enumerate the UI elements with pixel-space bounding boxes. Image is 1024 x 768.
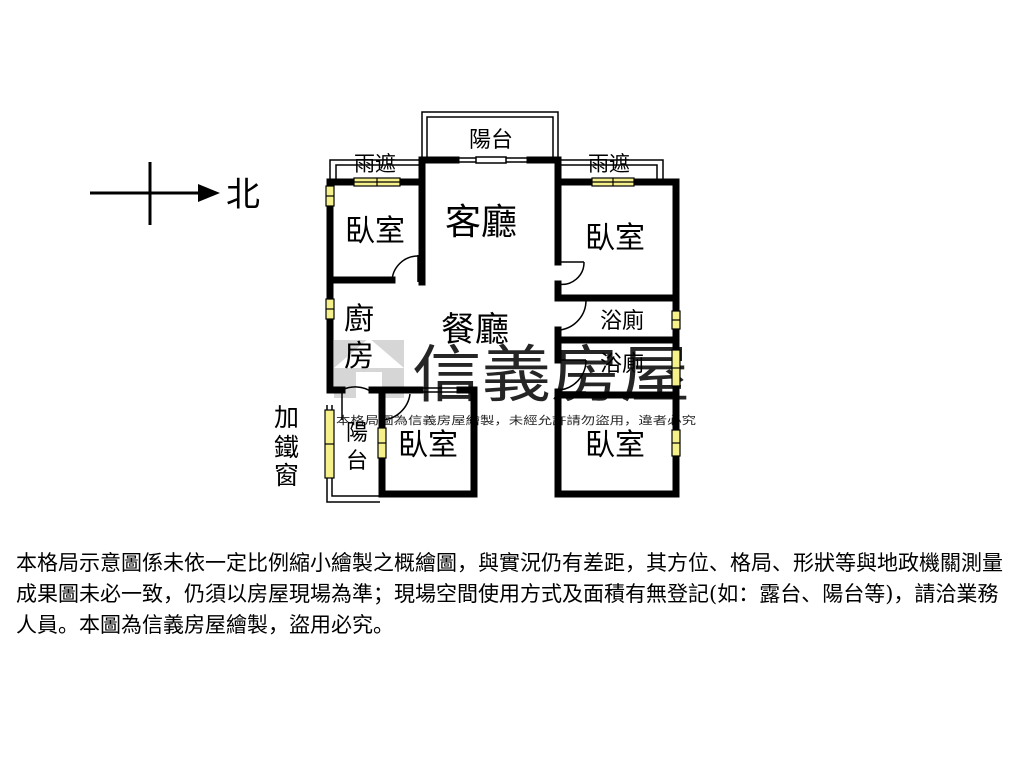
floor-plan: 信義房屋 本格局圖為信義房屋繪製，未經允許請勿盜用，違者必究 北: [90, 111, 696, 503]
label-balcony-side-1: 陽: [346, 421, 368, 446]
window-left-1: [325, 185, 335, 207]
watermark-brand: 信義房屋: [412, 338, 690, 411]
north-label: 北: [226, 175, 260, 215]
label-bath-2: 浴廁: [600, 352, 644, 377]
label-iron-window-2: 鐵: [274, 433, 299, 462]
window-top-left: [353, 177, 401, 187]
label-balcony-top: 陽台: [469, 128, 513, 153]
watermark-notice: 本格局圖為信義房屋繪製，未經允許請勿盜用，違者必究: [336, 413, 696, 427]
label-kitchen-1: 廚: [344, 302, 374, 337]
watermark: 信義房屋 本格局圖為信義房屋繪製，未經允許請勿盜用，違者必究: [334, 338, 696, 427]
window-left-2: [325, 298, 335, 320]
window-sw-bedroom: [377, 427, 387, 459]
label-living-room: 客廳: [445, 202, 517, 243]
window-right-bedroom: [671, 429, 681, 457]
label-bedroom-sw: 臥室: [398, 428, 458, 463]
window-iron: [324, 409, 335, 479]
door-swings: [341, 255, 587, 421]
room-labels: 陽台 雨遮 雨遮 臥室 客廳 臥室 廚 房 餐廳 浴廁 浴廁 陽 台 臥室 臥室…: [274, 128, 645, 490]
label-bedroom-ne: 臥室: [585, 221, 645, 256]
label-canopy-left: 雨遮: [354, 152, 396, 176]
label-bedroom-se: 臥室: [585, 428, 645, 463]
label-canopy-right: 雨遮: [588, 152, 630, 176]
balcony-sliding-door[interactable]: [456, 156, 530, 164]
windows: [324, 177, 681, 479]
label-dining-room: 餐廳: [441, 310, 509, 350]
north-arrow-icon: [90, 162, 220, 225]
balcony-top-outline: [421, 111, 559, 160]
side-sliding-door[interactable]: [420, 387, 460, 393]
label-bath-1: 浴廁: [600, 309, 644, 334]
canopy-outlines: [329, 159, 664, 180]
window-right-bath-1: [671, 310, 681, 330]
window-top-right: [591, 177, 635, 187]
label-balcony-side-2: 台: [346, 449, 368, 474]
window-right-bath-2: [671, 349, 681, 387]
disclaimer-text: 本格局示意圖係未依一定比例縮小繪製之概繪圖，與實況仍有差距，其方位、格局、形狀等…: [16, 551, 1003, 637]
label-bedroom-nw: 臥室: [345, 214, 405, 249]
label-iron-window-3: 窗: [274, 461, 299, 490]
label-kitchen-2: 房: [344, 339, 374, 374]
label-iron-window-1: 加: [274, 403, 299, 432]
